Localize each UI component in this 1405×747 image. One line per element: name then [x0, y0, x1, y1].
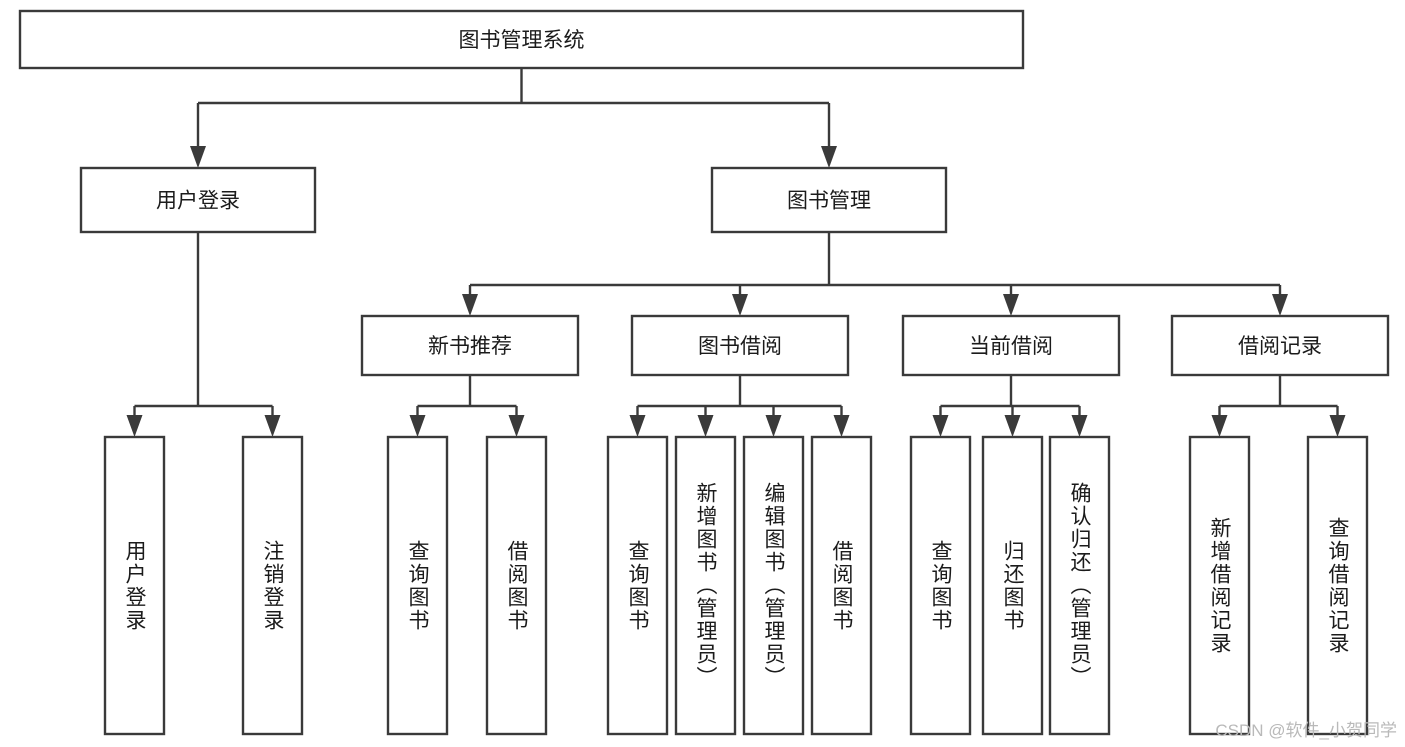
watermark: CSDN @软件_小贺同学: [1215, 721, 1397, 740]
node-borrow-record-box[interactable]: [1170, 314, 1390, 377]
node-leaf-borrow-book-1[interactable]: [485, 435, 548, 736]
node-leaf-edit-book[interactable]: [742, 435, 805, 736]
node-new-book-rec-label: 新书推荐: [428, 335, 512, 358]
node-leaf-add-record-box[interactable]: [1188, 435, 1251, 736]
node-root-box[interactable]: [18, 9, 1025, 70]
edge-book-manage-arrow-1: [732, 294, 748, 316]
node-leaf-query-book-3-box[interactable]: [909, 435, 972, 736]
node-leaf-query-record-box[interactable]: [1306, 435, 1369, 736]
node-current-borrow-box[interactable]: [901, 314, 1121, 377]
node-leaf-query-record[interactable]: [1306, 435, 1369, 736]
edge-book-manage-arrow-3: [1272, 294, 1288, 316]
edge-user-login-arrow-0: [126, 415, 143, 437]
node-book-manage-box[interactable]: [710, 166, 948, 234]
node-new-book-rec[interactable]: 新书推荐: [360, 314, 580, 377]
node-leaf-return-book-box[interactable]: [981, 435, 1044, 736]
node-leaf-add-book-box[interactable]: [674, 435, 737, 736]
edge-current-borrow-arrow-2: [1071, 415, 1088, 437]
node-book-borrow[interactable]: 图书借阅: [630, 314, 850, 377]
edge-book-manage-arrow-2: [1003, 294, 1019, 316]
edge-book-borrow-arrow-0: [629, 415, 646, 437]
edge-borrow-record-arrow-1: [1329, 415, 1346, 437]
node-leaf-add-record[interactable]: [1188, 435, 1251, 736]
edge-root-arrow-0: [190, 146, 206, 168]
node-leaf-user-login-box[interactable]: [103, 435, 166, 736]
node-user-login-box[interactable]: [79, 166, 317, 234]
node-leaf-query-book-2[interactable]: [606, 435, 669, 736]
node-leaf-logout[interactable]: [241, 435, 304, 736]
node-new-book-rec-box[interactable]: [360, 314, 580, 377]
node-leaf-query-book-1[interactable]: [386, 435, 449, 736]
node-leaf-logout-box[interactable]: [241, 435, 304, 736]
node-leaf-borrow-book-2[interactable]: [810, 435, 873, 736]
edge-new-book-rec-arrow-0: [409, 415, 426, 437]
node-book-manage-label: 图书管理: [787, 190, 871, 213]
node-leaf-edit-book-box[interactable]: [742, 435, 805, 736]
node-borrow-record[interactable]: 借阅记录: [1170, 314, 1390, 377]
node-leaf-borrow-book-1-box[interactable]: [485, 435, 548, 736]
edge-user-login-arrow-1: [264, 415, 281, 437]
node-leaf-query-book-1-box[interactable]: [386, 435, 449, 736]
node-leaf-return-book[interactable]: [981, 435, 1044, 736]
edge-current-borrow-arrow-1: [1004, 415, 1021, 437]
node-leaf-confirm-return-box[interactable]: [1048, 435, 1111, 736]
node-book-borrow-box[interactable]: [630, 314, 850, 377]
node-user-login-label: 用户登录: [156, 190, 240, 213]
node-root-label: 图书管理系统: [459, 29, 585, 52]
node-leaf-query-book-3[interactable]: [909, 435, 972, 736]
edge-book-borrow-arrow-2: [765, 415, 782, 437]
edge-current-borrow-arrow-0: [932, 415, 949, 437]
edge-root-arrow-1: [821, 146, 837, 168]
edge-new-book-rec-arrow-1: [508, 415, 525, 437]
node-leaf-query-book-2-box[interactable]: [606, 435, 669, 736]
node-borrow-record-label: 借阅记录: [1238, 335, 1322, 358]
node-leaf-borrow-book-2-box[interactable]: [810, 435, 873, 736]
node-leaf-add-book[interactable]: [674, 435, 737, 736]
node-leaf-confirm-return[interactable]: [1048, 435, 1111, 736]
node-book-manage[interactable]: 图书管理: [710, 166, 948, 234]
node-user-login[interactable]: 用户登录: [79, 166, 317, 234]
edge-layer: [126, 68, 1346, 437]
edge-book-manage-arrow-0: [462, 294, 478, 316]
node-root[interactable]: 图书管理系统: [18, 9, 1025, 70]
node-current-borrow[interactable]: 当前借阅: [901, 314, 1121, 377]
node-book-borrow-label: 图书借阅: [698, 335, 782, 358]
edge-book-borrow-arrow-1: [697, 415, 714, 437]
node-leaf-user-login[interactable]: [103, 435, 166, 736]
node-current-borrow-label: 当前借阅: [969, 335, 1053, 358]
edge-book-borrow-arrow-3: [833, 415, 850, 437]
edge-borrow-record-arrow-0: [1211, 415, 1228, 437]
